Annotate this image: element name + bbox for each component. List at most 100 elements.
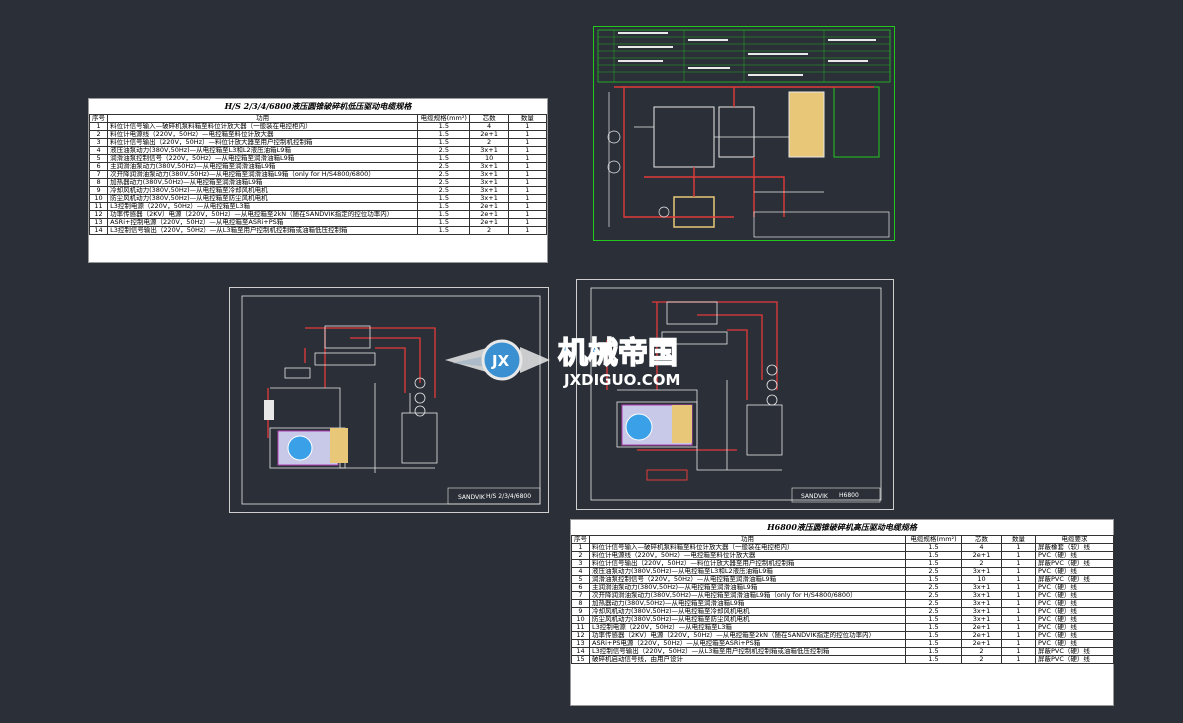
table-cell: 料位计信号输出（220V，50Hz）—料位计放大器至用户控制机控制箱 (107, 138, 419, 147)
table-cell: 液压油泵动力(380V,50Hz)—从电控箱至L3和L2液压油箱L9箱 (589, 567, 906, 576)
table-cell: PVC（硬）线 (1035, 631, 1114, 640)
table-cell: 10 (571, 615, 590, 624)
table-cell: 主润滑油泵动力(380V,50Hz)—从电控箱至润滑油箱L9箱 (107, 162, 419, 171)
table-cell: 功率传感器（2KV）电源（220V，50Hz）—从电控箱至2kN（随在SANDV… (107, 210, 419, 219)
table-cell: 2.5 (905, 591, 962, 600)
table-cell: 1.5 (905, 639, 962, 648)
table-cell: 1 (1001, 615, 1036, 624)
table-cell: 1 (571, 543, 590, 552)
table-cell: 2e+1 (961, 623, 1002, 632)
table-cell: 1 (507, 210, 548, 219)
table-cell: 7 (571, 591, 590, 600)
table-cell: 2.5 (417, 186, 471, 195)
table-cell: 2.5 (417, 178, 471, 187)
table-cell: 2e+1 (469, 210, 509, 219)
table-cell: 1 (507, 178, 548, 187)
table-cell: 2e+1 (469, 202, 509, 211)
table-cell: 10 (961, 575, 1002, 584)
header-cell: 序号 (88, 114, 109, 123)
table-cell: 1 (507, 202, 548, 211)
table-cell: 1 (507, 226, 548, 235)
table-cell: 防尘风机动力(380V,50Hz)—从电控箱至防尘风机电机 (589, 615, 906, 624)
table-cell: 2 (469, 138, 509, 147)
table-cell: PVC（硬）线 (1035, 639, 1114, 648)
table-cell: PVC（硬）线 (1035, 583, 1114, 592)
left-title-block: H/S 2/3/4/6800 (486, 493, 531, 500)
table-cell: 2.5 (417, 162, 471, 171)
table-cell: 1 (1001, 599, 1036, 608)
table-cell: 1 (1001, 639, 1036, 648)
winged-gear-icon: JX (445, 339, 550, 381)
table-cell: 1.5 (905, 559, 962, 568)
schematic-green-panel (593, 26, 895, 241)
table-cell: 料位计信号输入—破碎机泵料箱至料位计放大器（一般装在电控柜内） (589, 543, 906, 552)
badge-text: JX (491, 352, 510, 370)
table-cell: 2e+1 (961, 631, 1002, 640)
table-cell: 1.5 (417, 226, 471, 235)
table-cell: 3 (88, 138, 109, 147)
table-cell: 1 (507, 162, 548, 171)
low-voltage-cable-table: H/S 2/3/4/6800液压圆锥破碎机低压驱动电缆规格 序号 功用 电缆规格… (88, 98, 548, 263)
table-cell: 3x+1 (961, 615, 1002, 624)
table-cell: 3x+1 (469, 146, 509, 155)
table-cell: 1 (507, 170, 548, 179)
table-cell: 8 (571, 599, 590, 608)
table-cell: 1.5 (417, 154, 471, 163)
table-cell: 冷却风机动力(380V,50Hz)—从电控箱至冷却风机电机 (589, 607, 906, 616)
table-cell: 1 (507, 130, 548, 139)
schematic-left-panel: SANDVIK H/S 2/3/4/6800 (229, 287, 549, 513)
table-cell: 1 (507, 122, 548, 131)
table-cell: 3x+1 (961, 591, 1002, 600)
table-cell: 6 (88, 162, 109, 171)
table-cell: 屏蔽PVC（硬）线 (1035, 559, 1114, 568)
table-cell: L3控制信号输出（220V，50Hz）—从L3箱至用户控制机控制箱或油箱低压控制… (107, 226, 419, 235)
schematic-right-panel: SANDVIK H6800 (576, 279, 894, 510)
watermark-logo: JX 机械帝国 JXDIGUO.COM (440, 325, 740, 395)
low-table-title: H/S 2/3/4/6800液压圆锥破碎机低压驱动电缆规格 (224, 101, 412, 111)
table-cell: 1 (507, 194, 548, 203)
table-cell: 2 (469, 226, 509, 235)
table-cell: 3x+1 (961, 583, 1002, 592)
table-cell: 3x+1 (469, 178, 509, 187)
table-cell: 润滑油泵控制信号（220V，50Hz）—从电控箱至润滑油箱L9箱 (589, 575, 906, 584)
right-title-block: H6800 (839, 492, 859, 499)
table-cell: 2e+1 (961, 551, 1002, 560)
table-cell: 1 (507, 218, 548, 227)
table-cell: 1.5 (417, 210, 471, 219)
header-cell: 数量 (1001, 535, 1036, 544)
table-cell: 3x+1 (469, 186, 509, 195)
table-cell: 功率传感器（2KV）电源（220V，50Hz）—从电控箱至2kN（随在SANDV… (589, 631, 906, 640)
high-voltage-cable-table: H6800液压圆锥破碎机高压驱动电缆规格 序号 功用 电缆规格(mm²) 芯数 … (570, 519, 1114, 706)
table-cell: 1 (1001, 591, 1036, 600)
table-cell: 加热器动力(380V,50Hz)—从电控箱至润滑油箱L9箱 (107, 178, 419, 187)
table-cell: 2 (961, 655, 1002, 664)
table-cell: 1.5 (905, 551, 962, 560)
table-cell: 3x+1 (469, 194, 509, 203)
table-cell: 3x+1 (961, 567, 1002, 576)
table-cell: 破碎机启动信号线，由用户设计 (589, 655, 906, 664)
table-cell: 屏蔽PVC（硬）线 (1035, 647, 1114, 656)
table-cell: 8 (88, 178, 109, 187)
table-cell: 2.5 (417, 170, 471, 179)
table-cell: 冷却风机动力(380V,50Hz)—从电控箱至冷却风机电机 (107, 186, 419, 195)
header-cell: 电缆规格(mm²) (905, 535, 962, 544)
low-table-header: 序号 功用 电缆规格(mm²) 芯数 数量 (88, 114, 548, 123)
table-cell: 3x+1 (469, 162, 509, 171)
header-cell: 芯数 (961, 535, 1002, 544)
table-cell: 9 (88, 186, 109, 195)
table-cell: 2 (961, 647, 1002, 656)
table-cell: 14 (571, 647, 590, 656)
table-cell: 屏蔽PVC（硬）线 (1035, 655, 1114, 664)
table-cell: 料位计电源线（220V，50Hz）—电控箱至料位计放大器 (107, 130, 419, 139)
header-cell: 数量 (507, 114, 548, 123)
